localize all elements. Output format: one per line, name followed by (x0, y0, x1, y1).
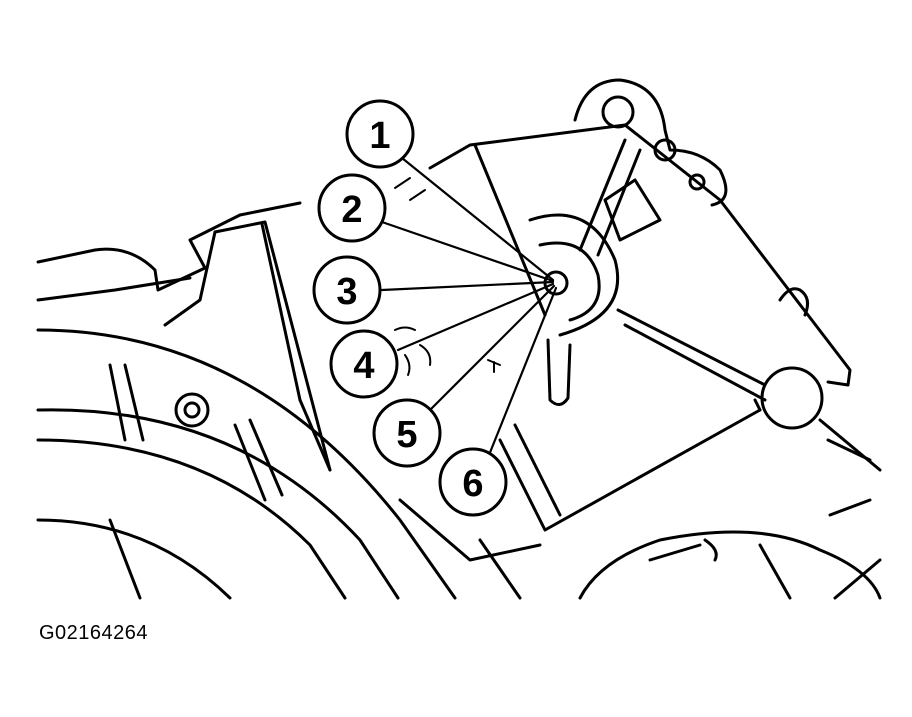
callout-1-label: 1 (369, 115, 390, 157)
figure-id: G02164264 (39, 622, 149, 644)
lower-housing (578, 498, 882, 600)
callout-5-label: 5 (396, 414, 417, 456)
ear-hole (601, 95, 635, 129)
ball-joint (760, 366, 824, 430)
callout-5: 5 (372, 398, 442, 468)
side-cover (398, 123, 872, 600)
shift-shaft-hub (528, 213, 620, 406)
callout-6-label: 6 (462, 463, 483, 505)
callout-1: 1 (345, 99, 415, 169)
link-rod (753, 366, 882, 472)
callout-6: 6 (438, 447, 508, 517)
callout-2-label: 2 (341, 189, 362, 231)
callout-4: 4 (329, 329, 399, 399)
bolt-hole (174, 392, 210, 428)
callout-3-label: 3 (336, 271, 357, 313)
leader-lines (380, 156, 558, 462)
housing-outline (36, 201, 332, 472)
surface-marks (394, 177, 501, 376)
callout-3: 3 (312, 255, 382, 325)
callout-4-label: 4 (353, 345, 374, 387)
converter-arc (36, 328, 457, 600)
callout-2: 2 (317, 173, 387, 243)
mounting-ear (573, 78, 810, 317)
